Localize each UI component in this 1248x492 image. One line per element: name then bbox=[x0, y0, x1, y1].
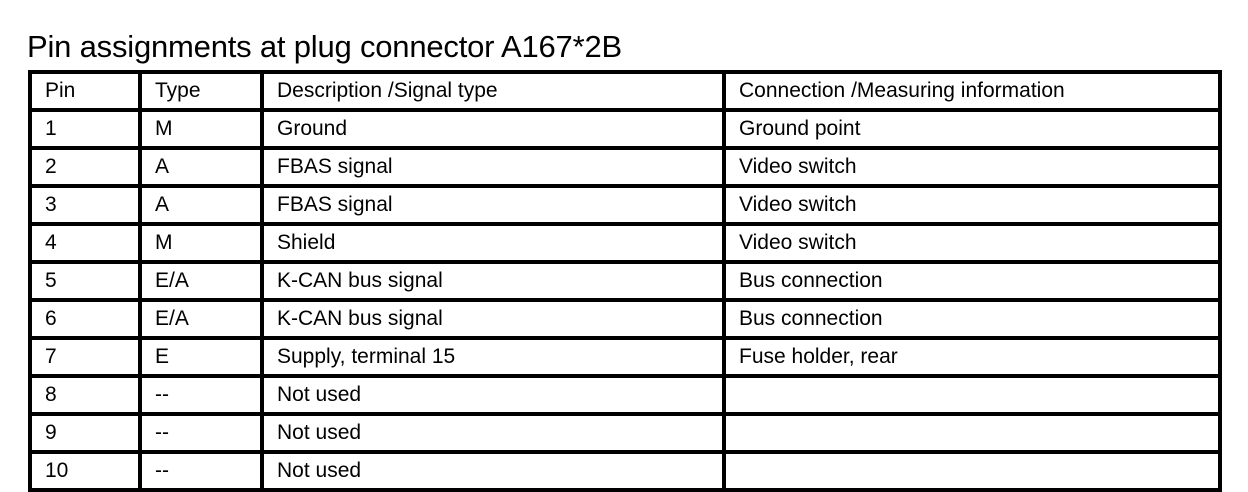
table-row: 3 A FBAS signal Video switch bbox=[28, 184, 1222, 226]
cell-connection bbox=[722, 450, 1222, 492]
cell-pin: 4 bbox=[28, 222, 142, 264]
column-header-connection: Connection /Measuring information bbox=[722, 70, 1222, 112]
column-header-pin: Pin bbox=[28, 70, 142, 112]
cell-description: Shield bbox=[260, 222, 726, 264]
column-header-description: Description /Signal type bbox=[260, 70, 726, 112]
table-row: 2 A FBAS signal Video switch bbox=[28, 146, 1222, 188]
cell-type: A bbox=[138, 146, 264, 188]
table-body: 1 M Ground Ground point 2 A FBAS signal … bbox=[28, 108, 1222, 492]
page-title: Pin assignments at plug connector A167*2… bbox=[27, 28, 622, 64]
cell-pin: 5 bbox=[28, 260, 142, 302]
cell-pin: 1 bbox=[28, 108, 142, 150]
cell-connection: Video switch bbox=[722, 146, 1222, 188]
column-header-type: Type bbox=[138, 70, 264, 112]
cell-type: E/A bbox=[138, 260, 264, 302]
table-row: 1 M Ground Ground point bbox=[28, 108, 1222, 150]
cell-connection bbox=[722, 412, 1222, 454]
cell-description: K-CAN bus signal bbox=[260, 260, 726, 302]
cell-connection: Video switch bbox=[722, 222, 1222, 264]
cell-type: M bbox=[138, 222, 264, 264]
cell-pin: 9 bbox=[28, 412, 142, 454]
cell-pin: 8 bbox=[28, 374, 142, 416]
cell-description: Not used bbox=[260, 412, 726, 454]
cell-pin: 10 bbox=[28, 450, 142, 492]
table-row: 9 -- Not used bbox=[28, 412, 1222, 454]
table-header: Pin Type Description /Signal type Connec… bbox=[28, 70, 1222, 112]
cell-pin: 7 bbox=[28, 336, 142, 378]
table-row: 5 E/A K-CAN bus signal Bus connection bbox=[28, 260, 1222, 302]
cell-connection: Fuse holder, rear bbox=[722, 336, 1222, 378]
table-row: 10 -- Not used bbox=[28, 450, 1222, 492]
table-row: 6 E/A K-CAN bus signal Bus connection bbox=[28, 298, 1222, 340]
cell-description: Not used bbox=[260, 374, 726, 416]
cell-description: K-CAN bus signal bbox=[260, 298, 726, 340]
cell-type: E bbox=[138, 336, 264, 378]
cell-pin: 6 bbox=[28, 298, 142, 340]
cell-description: FBAS signal bbox=[260, 146, 726, 188]
cell-type: -- bbox=[138, 450, 264, 492]
table-row: 8 -- Not used bbox=[28, 374, 1222, 416]
table-header-row: Pin Type Description /Signal type Connec… bbox=[28, 70, 1222, 112]
cell-type: -- bbox=[138, 374, 264, 416]
cell-type: -- bbox=[138, 412, 264, 454]
document-page: Pin assignments at plug connector A167*2… bbox=[27, 28, 1222, 492]
cell-connection bbox=[722, 374, 1222, 416]
cell-type: M bbox=[138, 108, 264, 150]
cell-pin: 2 bbox=[28, 146, 142, 188]
cell-description: Not used bbox=[260, 450, 726, 492]
table-row: 7 E Supply, terminal 15 Fuse holder, rea… bbox=[28, 336, 1222, 378]
cell-pin: 3 bbox=[28, 184, 142, 226]
cell-connection: Bus connection bbox=[722, 260, 1222, 302]
cell-connection: Video switch bbox=[722, 184, 1222, 226]
cell-connection: Ground point bbox=[722, 108, 1222, 150]
cell-connection: Bus connection bbox=[722, 298, 1222, 340]
cell-type: A bbox=[138, 184, 264, 226]
cell-type: E/A bbox=[138, 298, 264, 340]
pin-assignment-table: Pin Type Description /Signal type Connec… bbox=[28, 70, 1222, 492]
cell-description: Ground bbox=[260, 108, 726, 150]
cell-description: FBAS signal bbox=[260, 184, 726, 226]
pin-assignment-table-container: Pin Type Description /Signal type Connec… bbox=[28, 70, 1222, 492]
cell-description: Supply, terminal 15 bbox=[260, 336, 726, 378]
table-row: 4 M Shield Video switch bbox=[28, 222, 1222, 264]
